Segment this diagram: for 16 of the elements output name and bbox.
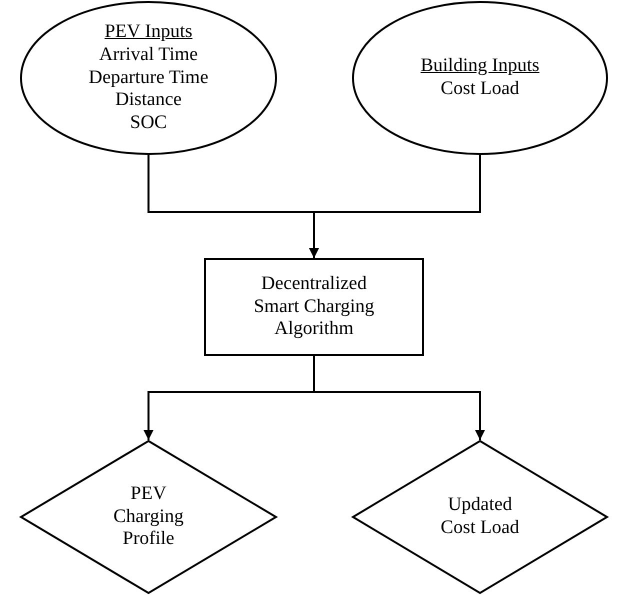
- node-label: SOC: [130, 112, 167, 135]
- input-ellipse: [20, 1, 277, 155]
- node-label: PEV Charging Profile: [112, 482, 185, 552]
- output-diamond: [352, 440, 608, 594]
- node-label: Arrival Time: [99, 44, 198, 67]
- output-diamond: [20, 440, 277, 594]
- node-label: Updated Cost Load: [440, 494, 520, 540]
- heading-label: PEV Inputs: [104, 21, 192, 44]
- node-label: Departure Time: [88, 66, 208, 90]
- node-label: Distance: [115, 89, 182, 112]
- process-box: [204, 258, 424, 356]
- input-ellipse: [352, 1, 608, 155]
- node-label: Cost Load: [440, 78, 520, 101]
- heading-label: Building Inputs: [420, 55, 540, 78]
- connector-arrow: [309, 155, 481, 258]
- node-label: Decentralized Smart Charging Algorithm: [252, 272, 376, 342]
